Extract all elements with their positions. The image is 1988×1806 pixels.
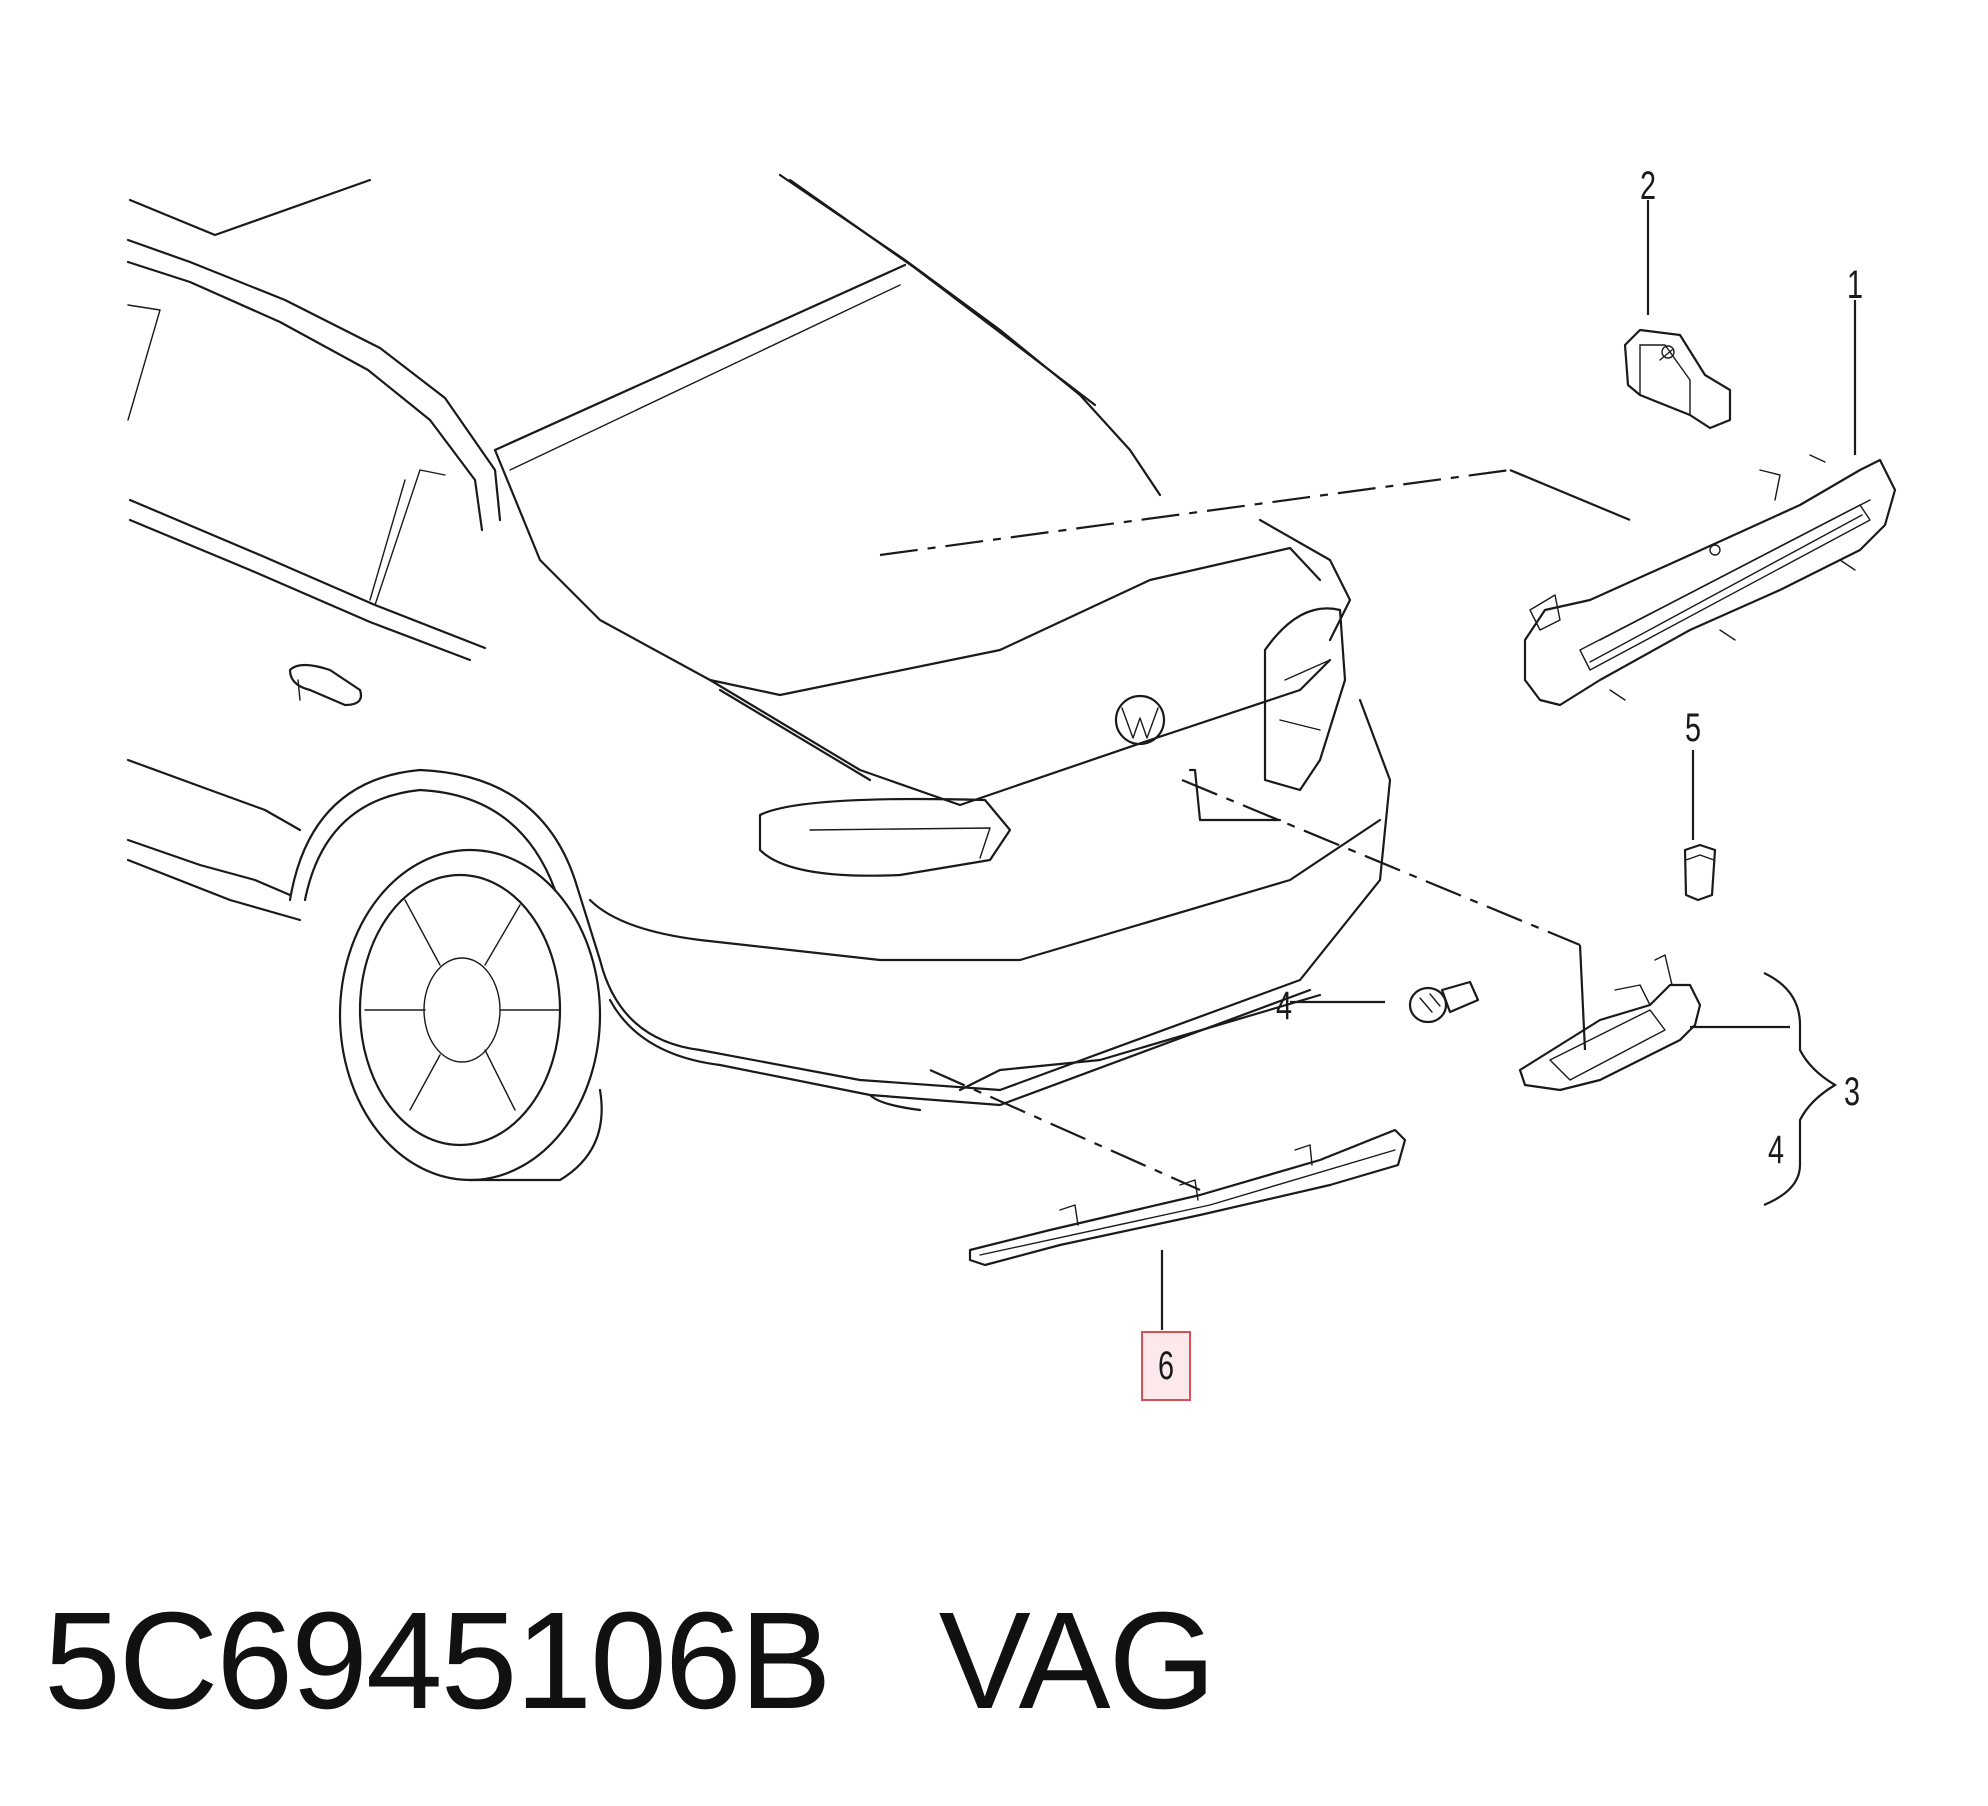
part-5-clip xyxy=(1683,843,1717,902)
callout-3: 3 xyxy=(1843,1070,1861,1114)
part-6-reflector xyxy=(968,1128,1407,1267)
callout-2: 2 xyxy=(1639,164,1657,208)
car-rear-body xyxy=(126,173,1392,1182)
callout-5: 5 xyxy=(1684,706,1702,750)
brand-name: VAG xyxy=(938,1584,1216,1738)
leader-lines xyxy=(879,200,1857,1330)
callout-4-bulb: 4 xyxy=(1275,984,1293,1028)
part-caption: 5C6945106B VAG xyxy=(44,1592,1216,1730)
callout-4-bracket: 4 xyxy=(1767,1128,1785,1172)
part-3-license-lamp xyxy=(1518,954,1702,1092)
highlighted-callout-box[interactable] xyxy=(1141,1331,1191,1401)
part-2-bracket xyxy=(1623,328,1732,430)
callout-6: 6 xyxy=(1157,1344,1175,1388)
part-4-bulb xyxy=(1408,980,1480,1024)
part-1-brake-light xyxy=(1523,454,1897,707)
part-number: 5C6945106B xyxy=(44,1584,832,1738)
callout-1: 1 xyxy=(1846,263,1864,307)
